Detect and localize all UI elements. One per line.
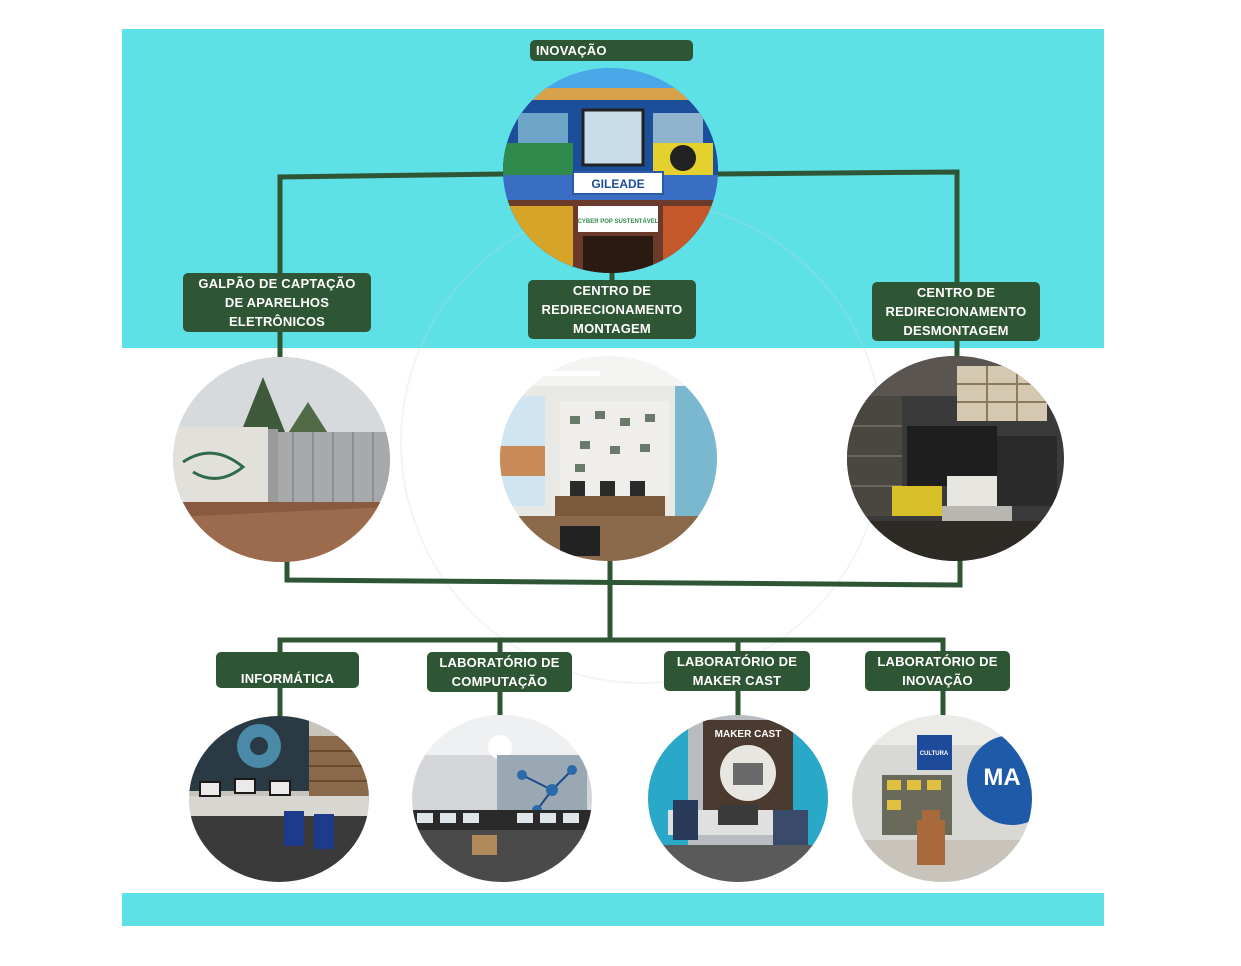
innovation-title-label: INOVAÇÃO bbox=[530, 40, 693, 61]
connector-level2-bar bbox=[277, 637, 946, 660]
assembly-center-label: CENTRO DE REDIRECIONAMENTO MONTAGEM bbox=[528, 280, 696, 339]
connector-root-left bbox=[277, 171, 506, 362]
maker-cast-lab-photo: MAKER CAST bbox=[648, 715, 828, 882]
disassembly-center-label: CENTRO DE REDIRECIONAMENTO DESMONTAGEM bbox=[872, 282, 1040, 341]
assembly-room-photo bbox=[500, 356, 717, 561]
gileade-building-photo: GILEADE CYBER POP SUSTENTÁVEL bbox=[503, 68, 718, 273]
svg-text:MA: MA bbox=[983, 764, 1020, 791]
cyberpop-sign-text: CYBER POP SUSTENTÁVEL bbox=[578, 218, 659, 225]
warehouse-gate-photo bbox=[173, 357, 390, 562]
innovation-lab-label: LABORATÓRIO DE INOVAÇÃO bbox=[865, 651, 1010, 691]
disassembly-room-photo bbox=[847, 356, 1064, 561]
warehouse-label: GALPÃO DE CAPTAÇÃO DE APARELHOS ELETRÔNI… bbox=[183, 273, 371, 332]
maker-cast-sign-text: MAKER CAST bbox=[715, 729, 782, 740]
informatics-label: INFORMÁTICA bbox=[216, 652, 359, 688]
gileade-sign-text: GILEADE bbox=[591, 177, 644, 191]
cultura-sign-text: CULTURA bbox=[920, 751, 949, 757]
informatics-lab-photo bbox=[189, 716, 369, 882]
innovation-lab-photo: CULTURA MA bbox=[852, 715, 1032, 882]
computing-lab-photo bbox=[412, 715, 592, 882]
bottom-cyan-band bbox=[122, 893, 1104, 926]
connector-level1-bottom bbox=[284, 555, 963, 588]
maker-cast-lab-label: LABORATÓRIO DE MAKER CAST bbox=[664, 651, 810, 691]
computing-lab-label: LABORATÓRIO DE COMPUTAÇÃO bbox=[427, 652, 572, 692]
